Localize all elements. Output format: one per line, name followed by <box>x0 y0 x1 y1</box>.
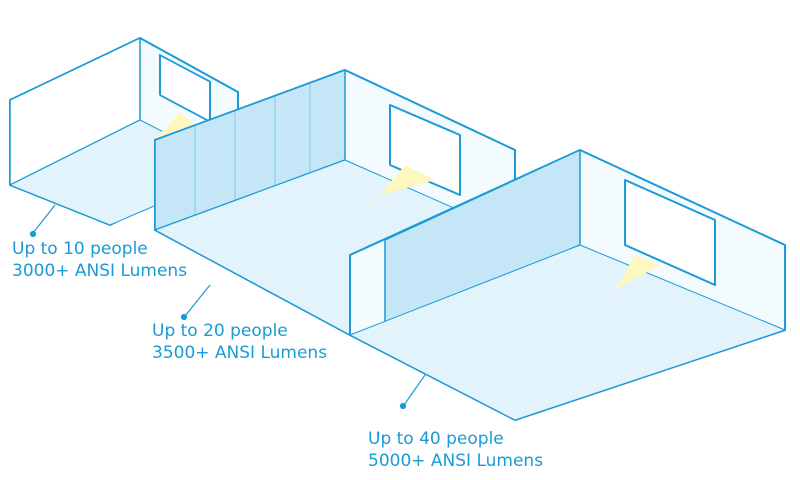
brightness-label: 3000+ ANSI Lumens <box>12 261 188 281</box>
room-large <box>349 149 786 421</box>
callout-lines <box>29 204 426 410</box>
room-medium-caption: Up to 20 people 3500+ ANSI Lumens <box>152 320 327 364</box>
capacity-label: Up to 10 people <box>12 239 148 259</box>
room-large-caption: Up to 40 people 5000+ ANSI Lumens <box>368 428 543 472</box>
brightness-label: 3500+ ANSI Lumens <box>152 343 328 363</box>
brightness-label: 5000+ ANSI Lumens <box>368 451 544 471</box>
capacity-label: Up to 20 people <box>152 321 288 341</box>
room-small-caption: Up to 10 people 3000+ ANSI Lumens <box>12 238 187 282</box>
capacity-label: Up to 40 people <box>368 429 504 449</box>
